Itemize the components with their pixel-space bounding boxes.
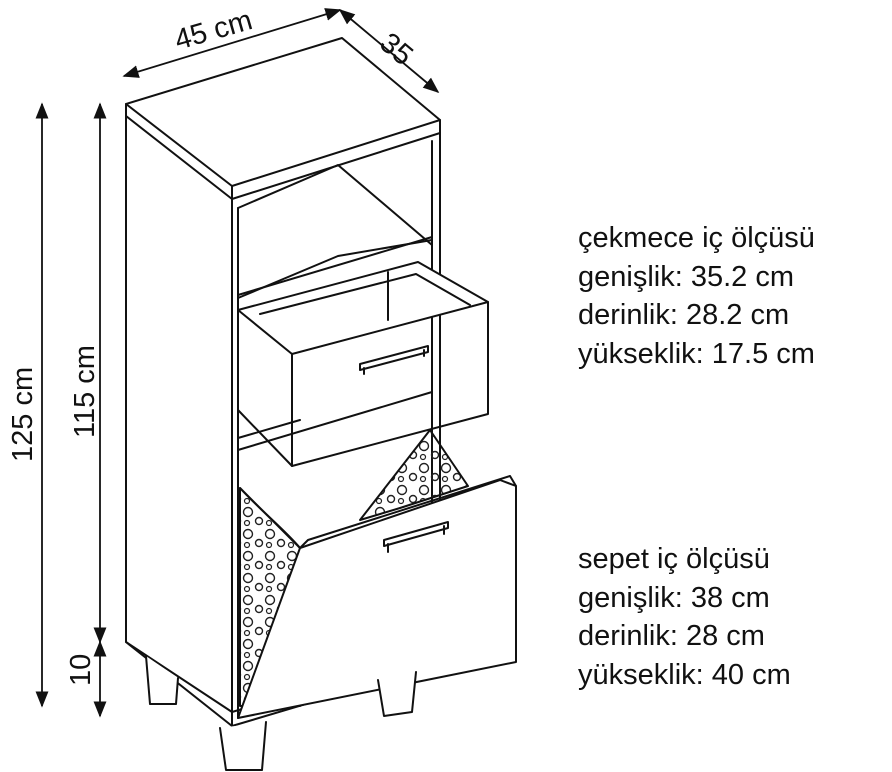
drawer-spec-width: genişlik: 35.2 cm [578, 260, 794, 293]
leg-back-left [145, 655, 179, 705]
drawer-spec-title: çekmece iç ölçüsü [578, 222, 815, 254]
leg-front-right [377, 671, 417, 717]
basket-spec: sepet iç ölçüsü genişlik: 38 cm derinlik… [578, 540, 791, 694]
drawer-spec-height: yükseklik: 17.5 cm [578, 337, 815, 370]
basket-spec-width: genişlik: 38 cm [578, 581, 770, 614]
leg-height-label: 10 [65, 654, 97, 686]
basket-door [237, 475, 517, 719]
basket-spec-title: sepet iç ölçüsü [578, 543, 770, 575]
drawer-spec: çekmece iç ölçüsü genişlik: 35.2 cm deri… [578, 219, 815, 373]
drawer-handle [359, 345, 429, 375]
total-height-label: 125 cm [7, 367, 39, 462]
body-height-label: 115 cm [69, 345, 101, 438]
depth-dimension-line [338, 8, 440, 94]
basket-spec-height: yükseklik: 40 cm [578, 658, 791, 691]
leg-front-left [219, 721, 267, 771]
width-dimension-line [122, 8, 342, 78]
drawer [237, 261, 489, 467]
drawer-spec-depth: derinlik: 28.2 cm [578, 299, 790, 331]
depth-label: 35 [374, 27, 419, 72]
basket-handle [383, 521, 449, 553]
basket-spec-depth: derinlik: 28 cm [578, 620, 765, 652]
